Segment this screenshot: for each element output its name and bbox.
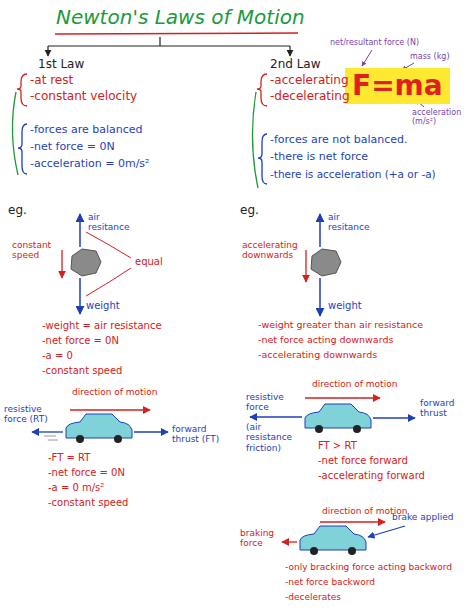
note-text: acceleration (m/s²) [412,108,470,126]
note-text: direction of motion [312,379,397,389]
note-text: -constant speed [48,497,128,509]
note-text: -there is net force [270,151,368,164]
note-text: -FT = RT [48,452,90,464]
note-text: -at rest [30,74,73,88]
note-text: direction of motion [72,387,157,397]
note-text: weight [328,300,362,312]
note-text: FT > RT [318,440,357,452]
note-text: air resitance [328,212,378,233]
note-text: -constant speed [42,365,122,377]
note-text: -accelerating downwards [258,350,377,361]
note-text: -net force = 0N [30,141,115,154]
note-text: (air resistance friction) [246,422,306,453]
note-text: mass (kg) [410,52,450,61]
note-text: constant speed [12,240,58,261]
note-text: -forces are balanced [30,124,142,137]
note-text: -net force backword [285,577,375,587]
note-text: forward thrust [420,398,466,419]
note-text: brake applied [392,512,453,522]
note-text: -accelerating [270,74,349,88]
note-text: 1st Law [38,58,84,72]
note-text: braking force [240,528,280,549]
note-text: -net force forward [318,455,408,467]
note-text: resistive force [246,392,296,413]
note-text: -net force = 0N [42,335,119,347]
note-text: -weight greater than air resistance [258,320,423,331]
note-text: -decelerates [285,592,341,602]
note-text: -a = 0 m/s² [48,482,104,494]
note-text: -accelerating forward [318,470,425,482]
note-text: eg. [240,204,259,218]
note-text: -there is acceleration (+a or -a) [270,168,436,180]
note-text: -a = 0 [42,350,73,362]
formula-box: F=ma [345,68,450,104]
note-text: eg. [8,204,27,218]
note-text: air resitance [88,212,138,233]
page-title: Newton's Laws of Motion [56,6,305,29]
note-text: -acceleration = 0m/s² [30,158,150,171]
note-text: net/resultant force (N) [330,38,419,47]
note-text: -net force acting downwards [258,335,393,346]
note-text: -decelerating [270,90,350,104]
note-text: -only bracking force acting backword [285,562,452,572]
note-text: resistive force (RT) [4,404,52,425]
note-text: -forces are not balanced. [270,134,407,147]
formula-text: F=ma [352,69,443,102]
note-text: equal [135,256,163,268]
note-text: weight [86,300,120,312]
note-text: -net force = 0N [48,467,125,479]
note-text: forward thrust (FT) [172,424,222,445]
note-text: -constant velocity [30,90,137,104]
note-text: 2nd Law [270,58,321,72]
note-text: accelerating downwards [242,240,304,261]
note-text: -weight = air resistance [42,320,162,332]
